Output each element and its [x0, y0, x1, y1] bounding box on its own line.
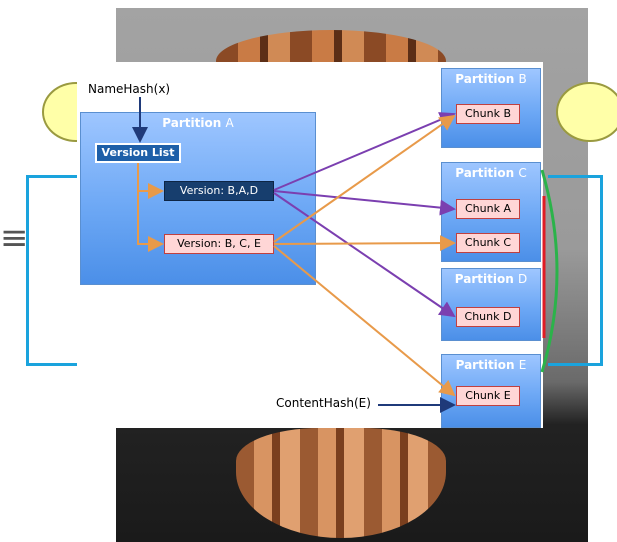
partition-b-prefix: Partition [455, 72, 515, 86]
partition-c-prefix: Partition [455, 166, 515, 180]
chunk-b: Chunk B [456, 104, 520, 124]
left-bracket [26, 175, 79, 366]
yellow-shape-right [556, 82, 617, 142]
version-bad: Version: B,A,D [164, 181, 274, 201]
menu-glyph-icon: ≡ [0, 218, 29, 258]
right-bracket [548, 175, 603, 366]
version-bce: Version: B, C, E [164, 234, 274, 254]
content-hash-label: ContentHash(E) [276, 396, 371, 410]
partition-b-letter: B [518, 72, 527, 86]
chunk-a: Chunk A [456, 199, 520, 219]
chunk-e: Chunk E [456, 386, 520, 406]
partition-a-prefix: Partition [162, 116, 222, 130]
partition-d-prefix: Partition [454, 272, 514, 286]
name-hash-label: NameHash(x) [88, 82, 171, 96]
bowl-base [236, 428, 446, 538]
partition-a-title: Partition A [81, 116, 315, 130]
version-list: Version List [95, 143, 181, 163]
partition-c-letter: C [518, 166, 527, 180]
partition-d-letter: D [517, 272, 528, 286]
chunk-d: Chunk D [456, 307, 520, 327]
chunk-c: Chunk C [456, 233, 520, 253]
partition-e-letter: E [518, 358, 527, 372]
partition-d: Partition D [441, 268, 541, 341]
partition-e-prefix: Partition [455, 358, 515, 372]
partition-a-letter: A [225, 116, 234, 130]
